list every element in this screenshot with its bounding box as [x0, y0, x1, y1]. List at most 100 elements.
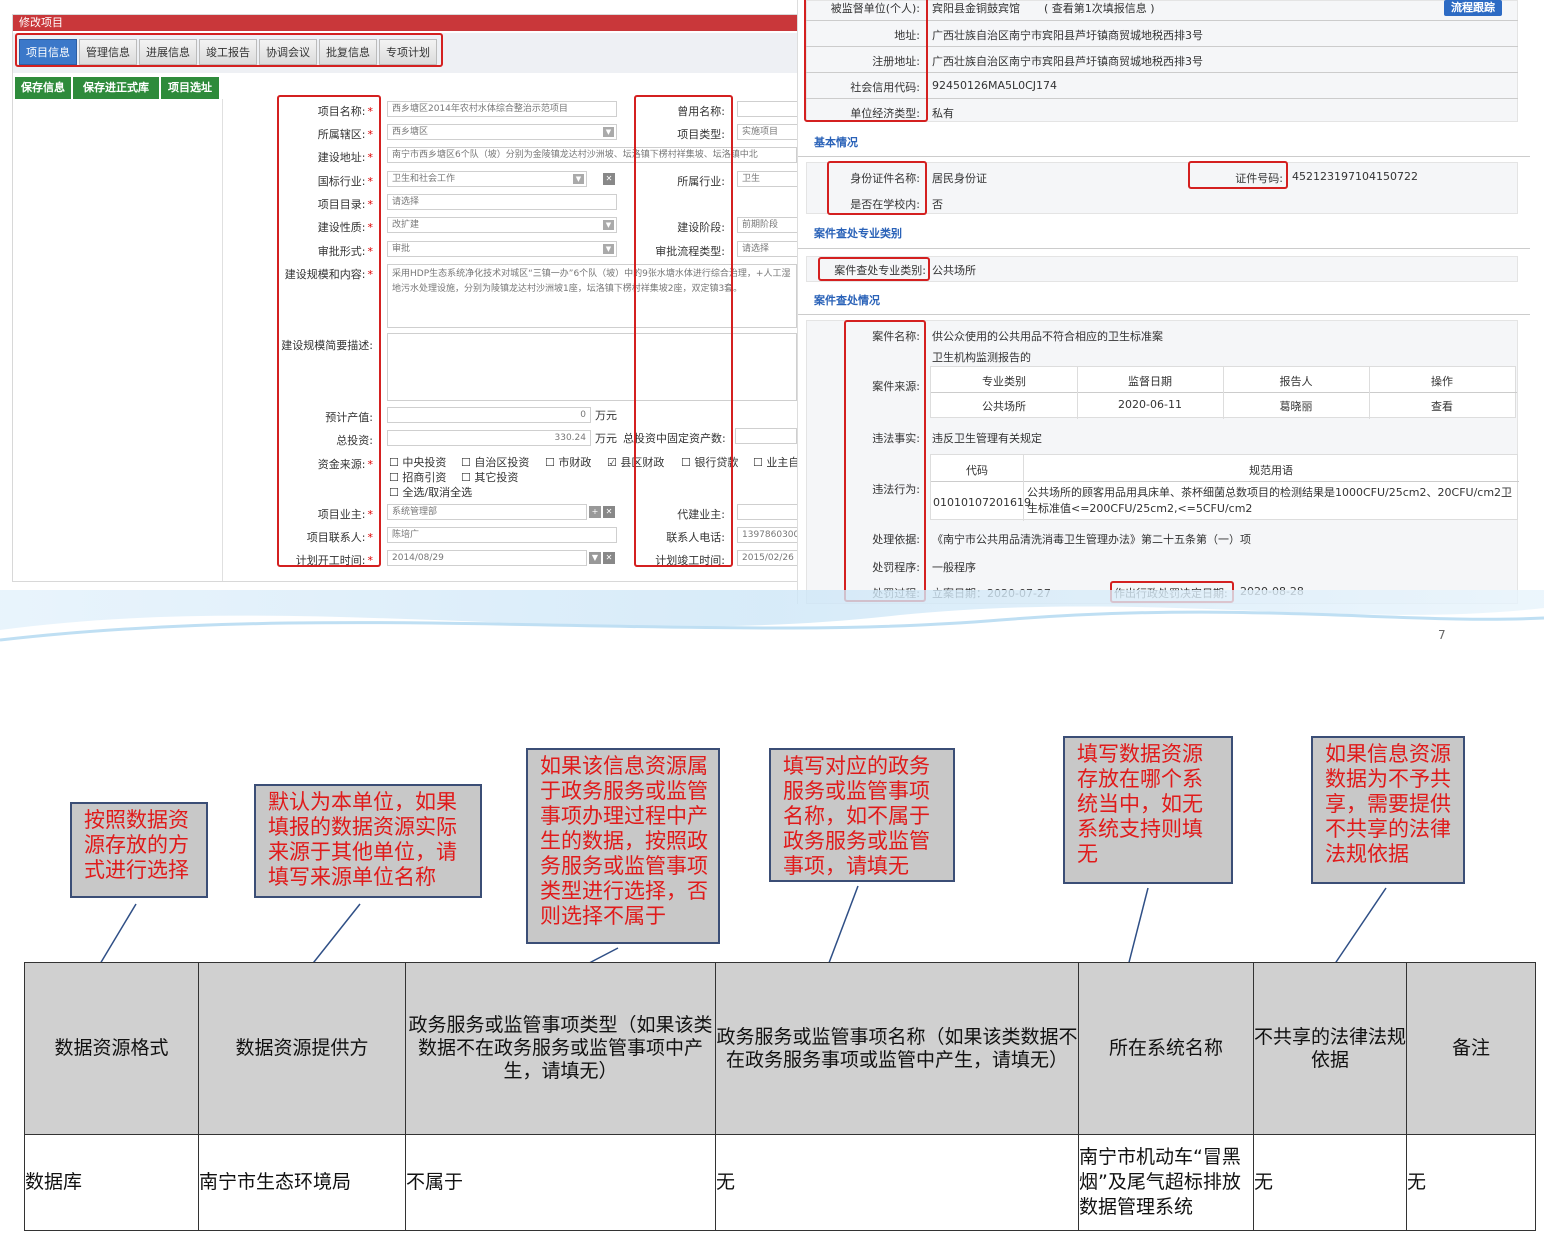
- fund-option-other[interactable]: ☐ 其它投资: [461, 471, 519, 484]
- fund-option-city[interactable]: ☐ 市财政: [545, 456, 592, 469]
- case-source-value: 卫生机构监测报告的: [932, 351, 1031, 364]
- expected-output-input[interactable]: 0: [387, 407, 591, 423]
- col-header: 专业类别: [982, 375, 1026, 388]
- industry-label: 国标行业:*: [317, 175, 373, 188]
- agent-label: 代建业主:: [677, 508, 725, 521]
- clear-icon[interactable]: ✕: [603, 173, 615, 185]
- fund-option-county[interactable]: ☑ 县区财政: [607, 456, 665, 469]
- nature-select[interactable]: 改扩建▼: [387, 217, 617, 233]
- end-time-input[interactable]: 2015/02/26: [737, 550, 797, 566]
- industry-select[interactable]: 卫生和社会工作▼: [387, 171, 587, 187]
- address-input[interactable]: 南宁市西乡塘区6个队（坡）分别为金陵镇龙达村沙洲坡、坛洛镇下楞村祥集坡、坛洛镇中…: [387, 147, 797, 163]
- tab-coordination-meeting[interactable]: 协调会议: [259, 39, 317, 65]
- illegal-fact-label: 违法事实:: [872, 432, 920, 445]
- callout-format: 按照数据资源存放的方式进行选择: [70, 802, 208, 898]
- reg-address-value: 广西壮族自治区南宁市宾阳县芦圩镇商贸城地税西排3号: [932, 55, 1203, 68]
- cell-matter-name: 无: [715, 1134, 1079, 1231]
- id-name-value: 居民身份证: [932, 172, 987, 185]
- industry2-label: 所属行业:: [677, 175, 725, 188]
- wave-banner: [0, 590, 1544, 642]
- unit-label: 万元: [595, 409, 617, 422]
- catalog-select[interactable]: 请选择: [387, 194, 617, 210]
- stage-select[interactable]: 前期阶段: [737, 217, 797, 233]
- highlight-tabs: [15, 33, 443, 67]
- fixed-asset-input[interactable]: [735, 428, 797, 444]
- save-info-button[interactable]: 保存信息: [15, 77, 71, 99]
- table-header-row: 数据资源格式 数据资源提供方 政务服务或监管事项类型（如果该类数据不在政务服务或…: [24, 962, 1536, 1135]
- clear-icon[interactable]: ✕: [603, 552, 615, 564]
- tab-special-plan[interactable]: 专项计划: [379, 39, 437, 65]
- tab-management-info[interactable]: 管理信息: [79, 39, 137, 65]
- industry2-select[interactable]: 卫生: [737, 171, 797, 187]
- divider: [931, 481, 1519, 482]
- highlight-unit-labels: [804, 0, 928, 122]
- fund-option-owner[interactable]: ☐ 业主自: [753, 456, 798, 469]
- flow-type-select[interactable]: 请选择: [737, 241, 797, 257]
- view-first-report-link[interactable]: ( 查看第1次填报信息 ): [1044, 2, 1155, 15]
- chevron-down-icon: ▼: [603, 244, 614, 254]
- fund-option-central[interactable]: ☐ 中央投资: [389, 456, 447, 469]
- agent-input[interactable]: [737, 504, 797, 520]
- fixed-asset-label: 总投资中固定资产数:: [623, 432, 726, 445]
- chevron-down-icon: ▼: [603, 220, 614, 230]
- chevron-down-icon: ▼: [573, 174, 584, 184]
- add-icon[interactable]: +: [589, 506, 601, 518]
- id-name-label: 身份证件名称:: [850, 172, 920, 185]
- table-row: 数据库 南宁市生态环境局 不属于 无 南宁市机动车“冒黑烟”及尾气超标排放数据管…: [24, 1134, 1536, 1231]
- tab-completion-report[interactable]: 竣工报告: [199, 39, 257, 65]
- procedure-label: 处罚程序:: [872, 561, 920, 574]
- header-legal-basis: 不共享的法律法规依据: [1253, 962, 1407, 1135]
- phone-input[interactable]: 13978603008: [737, 527, 797, 543]
- clear-icon[interactable]: ✕: [603, 506, 615, 518]
- fund-option-region[interactable]: ☐ 自治区投资: [461, 456, 530, 469]
- scale-brief-textarea[interactable]: [387, 333, 797, 401]
- approval-form-label: 审批形式:*: [317, 245, 373, 258]
- page-number: 7: [1438, 628, 1446, 642]
- tab-project-info[interactable]: 项目信息: [19, 39, 77, 65]
- start-time-input[interactable]: 2014/08/29: [387, 550, 587, 566]
- basic-info-block: [806, 162, 1518, 214]
- project-edit-form: 修改项目 项目信息 管理信息 进展信息 竣工报告 协调会议 批复信息 专项计划 …: [12, 14, 798, 582]
- callout-system: 填写数据资源存放在哪个系统当中，如无系统支持则填无: [1063, 736, 1233, 884]
- tab-progress-info[interactable]: 进展信息: [139, 39, 197, 65]
- district-select[interactable]: 西乡塘区▼: [387, 124, 617, 140]
- fund-option-investment[interactable]: ☐ 招商引资: [389, 471, 447, 484]
- supervised-value: 宾阳县金铜鼓宾馆: [932, 2, 1020, 15]
- phone-label: 联系人电话:: [666, 531, 725, 544]
- procedure-value: 一般程序: [932, 561, 976, 574]
- site-selection-button[interactable]: 项目选址: [161, 77, 219, 99]
- left-gutter: [13, 99, 223, 581]
- calendar-icon[interactable]: ▼: [589, 552, 601, 564]
- fund-option-bank[interactable]: ☐ 银行贷款: [681, 456, 739, 469]
- case-name-value: 供公众使用的公共用品不符合相应的卫生标准案: [932, 330, 1163, 343]
- tab-approval-info[interactable]: 批复信息: [319, 39, 377, 65]
- type-select[interactable]: 实施项目: [737, 124, 797, 140]
- project-name-input[interactable]: 西乡塘区2014年农村水体综合整治示范项目: [387, 101, 617, 117]
- supervised-label: 被监督单位(个人):: [830, 2, 920, 15]
- catalog-label: 项目目录:*: [317, 198, 373, 211]
- flow-tracking-button[interactable]: 流程跟踪: [1444, 0, 1502, 16]
- divider: [1369, 367, 1370, 419]
- divider: [798, 156, 1530, 157]
- category-block: [806, 256, 1518, 282]
- chevron-down-icon: ▼: [603, 127, 614, 137]
- illegal-fact-value: 违反卫生管理有关规定: [932, 432, 1042, 445]
- contact-input[interactable]: 陈培广: [387, 527, 617, 543]
- callout-matter-type: 如果该信息资源属于政务服务或监管事项办理过程中产生的数据，按照政务服务或监管事项…: [526, 748, 720, 944]
- highlight-id-labels: [827, 161, 927, 215]
- start-time-label: 计划开工时间:*: [295, 554, 373, 567]
- approval-form-select[interactable]: 审批▼: [387, 241, 617, 257]
- total-invest-input[interactable]: 330.24: [387, 430, 591, 446]
- cell-remark: 无: [1406, 1134, 1536, 1231]
- view-link[interactable]: 查看: [1431, 400, 1453, 413]
- header-format: 数据资源格式: [24, 962, 199, 1135]
- scale-content-textarea[interactable]: 采用HDP生态系统净化技术对城区“三镇一办”6个队（坡）中的9张水塘水体进行综合…: [387, 264, 797, 328]
- alias-input[interactable]: [737, 101, 797, 117]
- save-to-official-button[interactable]: 保存进正式库: [73, 77, 159, 99]
- select-all-checkbox[interactable]: ☐ 全选/取消全选: [389, 486, 473, 499]
- divider: [806, 98, 1518, 99]
- district-label: 所属辖区:*: [317, 128, 373, 141]
- owner-input[interactable]: 系统管理部: [387, 504, 587, 520]
- credit-code-label: 社会信用代码:: [850, 81, 920, 94]
- divider: [1077, 367, 1078, 419]
